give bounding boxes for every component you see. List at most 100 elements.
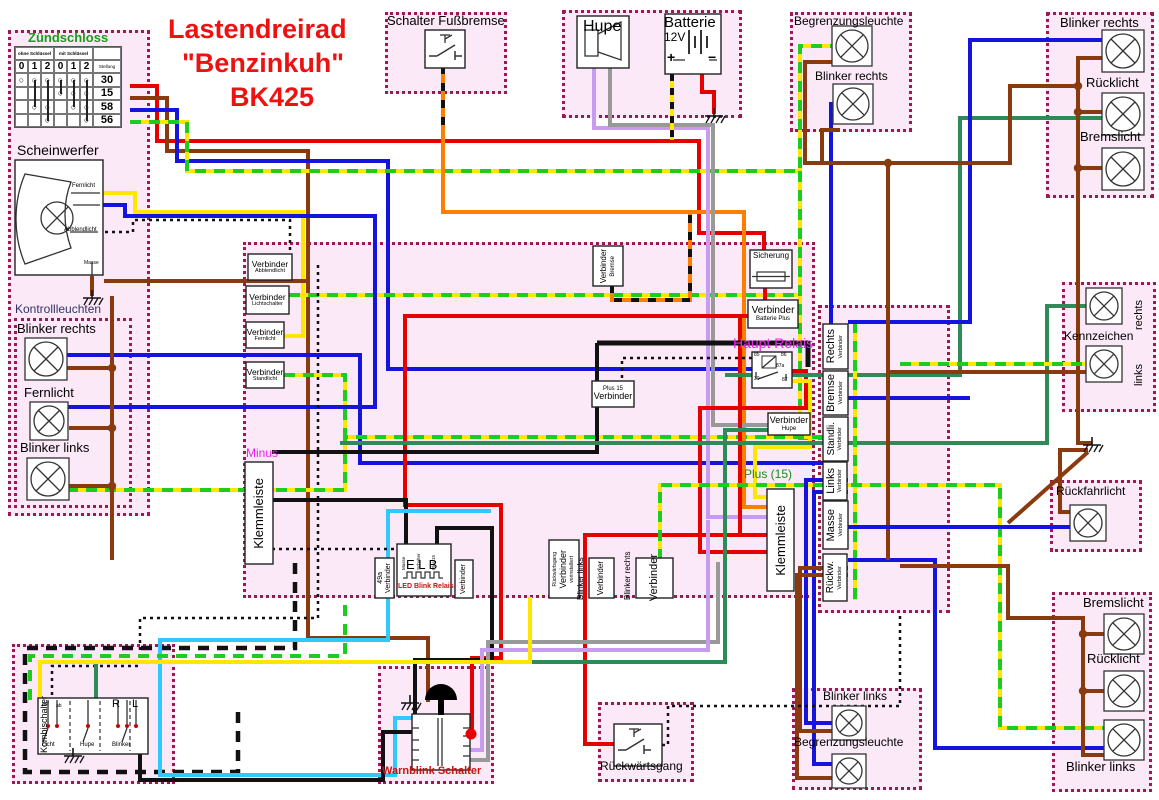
verbinder-abblendlicht bbox=[247, 253, 293, 281]
ignition-table-cell bbox=[93, 47, 121, 60]
lamp-kennzeichen-links bbox=[1085, 345, 1123, 383]
wire-hupe-violett bbox=[592, 68, 768, 519]
lamp-heck-bremslicht-links bbox=[1103, 613, 1145, 655]
wire-warnblink-cyan bbox=[158, 509, 491, 777]
wire-batterie-minus bbox=[700, 74, 716, 114]
wire-plus-verteilung bbox=[403, 314, 748, 736]
mushroom-symbol bbox=[425, 684, 457, 715]
verbinder-fernlicht bbox=[245, 321, 285, 349]
verbinder-standlicht bbox=[245, 361, 285, 389]
wire-klemm-schwarz2 bbox=[272, 498, 408, 544]
wire-bremse-verbinder-dash bbox=[610, 214, 692, 302]
wire-relais-87 bbox=[698, 369, 808, 554]
wire-warnblink-grau bbox=[466, 562, 720, 762]
wire-blinker-links-heck-green bbox=[658, 483, 1104, 730]
junction-dot bbox=[883, 158, 893, 168]
wire-masse-heck-rechts bbox=[1076, 56, 1102, 445]
verbinder-hupe bbox=[767, 412, 811, 436]
lamp-front-blinker-rechts bbox=[832, 83, 874, 125]
ignition-table-cell bbox=[28, 113, 41, 127]
ground-kombischalter bbox=[64, 748, 85, 764]
wire-kombi-schwarz bbox=[138, 700, 412, 782]
verbinder-batterie-plus bbox=[747, 299, 799, 329]
junction-dot bbox=[1073, 163, 1083, 173]
ignition-table-cell bbox=[15, 100, 28, 114]
verbinder-links-r bbox=[822, 461, 848, 501]
wire-rueckfahr-masse bbox=[1058, 448, 1088, 514]
ignition-table-cell: 15 bbox=[93, 86, 121, 100]
lamp-heck-bremslicht-rechts bbox=[1101, 147, 1145, 191]
junction-dot bbox=[1078, 686, 1088, 696]
lamp-heck-blinker-rechts bbox=[1101, 29, 1145, 73]
junction-dot bbox=[465, 728, 477, 740]
verbinder-rueckw-r bbox=[822, 553, 848, 602]
verbinder-blinker-rechts bbox=[635, 557, 674, 599]
wire-dot-spine bbox=[50, 265, 320, 700]
wire-kennzeichen-rechts bbox=[340, 304, 1086, 445]
wire-fernlicht-gelb bbox=[100, 191, 305, 338]
wire-masse-diagonal bbox=[1006, 450, 1090, 525]
junction-dot bbox=[1073, 107, 1083, 117]
ignition-connection-line bbox=[73, 80, 75, 107]
ignition-table-cell: 30 bbox=[93, 73, 121, 87]
scheinwerfer-box bbox=[14, 159, 104, 276]
lamp-heck-ruecklicht-rechts bbox=[1101, 92, 1145, 136]
wire-relais-87a bbox=[753, 379, 812, 499]
panel-front-rechts bbox=[790, 12, 912, 132]
ignition-table-cell bbox=[54, 100, 67, 114]
ground-scheinwerfer bbox=[83, 290, 104, 306]
panel-zentral bbox=[243, 242, 815, 598]
ground-warnblink bbox=[401, 695, 422, 711]
wire-ctrl-blinker-rechts bbox=[67, 353, 823, 465]
haupt-relais-box bbox=[751, 351, 793, 389]
ignition-table-cell: mit Schlüssel bbox=[54, 47, 93, 60]
ignition-table-cell: 0 bbox=[54, 60, 67, 73]
wire-klemm-schwarz1 bbox=[272, 343, 599, 454]
verbinder-rechts bbox=[822, 323, 849, 370]
junction-dot bbox=[107, 363, 117, 373]
elb-box bbox=[396, 543, 452, 597]
horn-symbol bbox=[584, 20, 622, 61]
lamp-ctrl-blinker-links bbox=[26, 457, 70, 501]
ground-kennzeichen bbox=[1083, 437, 1104, 453]
lamp-rueckfahrlicht bbox=[1069, 504, 1107, 542]
wire-kombi-gelb bbox=[38, 597, 532, 700]
wire-ign-30 bbox=[130, 84, 766, 252]
plus15-verbinder bbox=[591, 380, 635, 408]
wire-ign-15 bbox=[130, 96, 430, 702]
warnblink-box bbox=[411, 713, 471, 771]
klemmleiste-minus bbox=[244, 461, 274, 565]
wire-kombi-gruen bbox=[28, 597, 347, 700]
lamp-front-begrenzungsleuchte bbox=[831, 25, 873, 67]
ignition-table-cell: Stellung bbox=[93, 60, 121, 73]
verbinder-49a bbox=[374, 557, 395, 599]
ignition-connection-line bbox=[47, 80, 49, 121]
verbinder-elb bbox=[454, 559, 474, 599]
lamp-front-blinker-links bbox=[831, 705, 867, 741]
battery-symbol bbox=[673, 30, 717, 61]
verbinder-blinker-links bbox=[588, 557, 615, 599]
wire-hupe-gruen bbox=[94, 428, 768, 700]
junction-dot bbox=[1078, 629, 1088, 639]
headlight-symbol bbox=[15, 173, 100, 276]
ignition-table-cell: 0 bbox=[15, 60, 28, 73]
ignition-table-cell: 1 bbox=[28, 60, 41, 73]
verbinder-standlicht-r bbox=[822, 416, 849, 462]
ignition-table-cell: 56 bbox=[93, 113, 121, 127]
ignition-table-cell: ohne Schlüssel bbox=[15, 47, 54, 60]
ignition-table-cell bbox=[67, 113, 80, 127]
batterie-box bbox=[664, 13, 722, 75]
verbinder-lichtschalter bbox=[245, 285, 290, 315]
wire-rueckwaertsgang-dot bbox=[655, 614, 902, 747]
wire-relais-rahmen bbox=[597, 340, 811, 367]
wire-relais-85-dot bbox=[620, 356, 752, 381]
klemmleiste-plus bbox=[766, 488, 795, 592]
ground-batterie bbox=[705, 108, 726, 124]
lamp-heck-ruecklicht-links bbox=[1103, 670, 1145, 712]
wire-blinker-rechts-heck bbox=[848, 38, 1102, 324]
kombi-symbol bbox=[42, 700, 138, 751]
wire-blinker-rechts-front bbox=[829, 102, 833, 326]
wire-hupe-grau bbox=[608, 68, 768, 427]
